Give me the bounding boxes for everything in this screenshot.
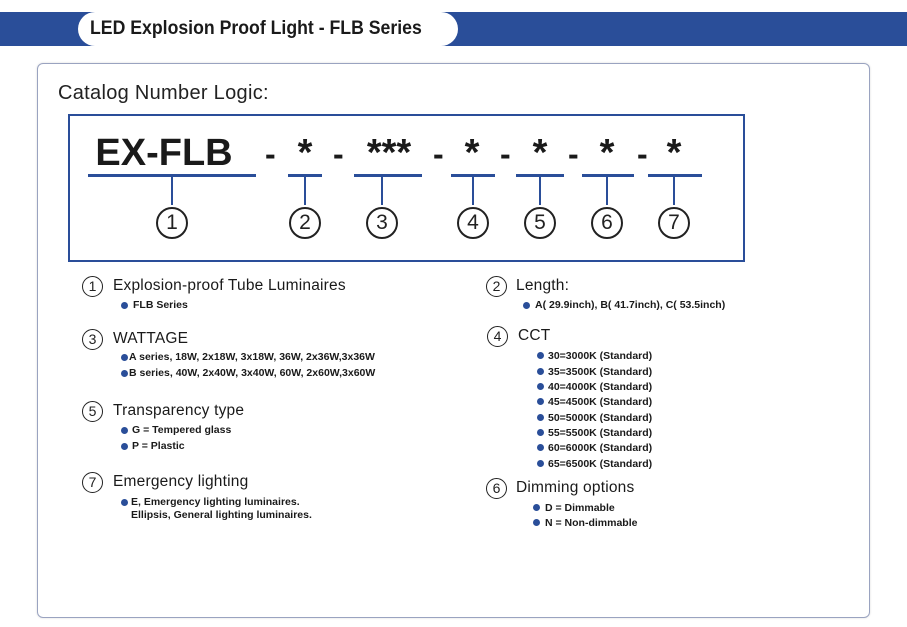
catalog-logic-box [68,114,745,262]
legend-7-number: 7 [82,472,103,493]
bullet-icon [537,398,544,405]
segment-6-connector [606,175,608,205]
legend-4-item: 65=6500K (Standard) [548,458,653,470]
bullet-icon [537,444,544,451]
segment-7-text: * [666,132,682,174]
segment-5-text: * [532,132,548,174]
bullet-icon [537,383,544,390]
legend-3-title: WATTAGE [113,330,189,347]
bullet-icon [523,302,530,309]
segment-4-connector [472,175,474,205]
legend-2-number: 2 [486,276,507,297]
catalog-logic-title: Catalog Number Logic: [58,82,269,104]
segment-7-number: 7 [658,207,690,239]
legend-5-title: Transparency type [113,402,245,419]
segment-2-connector [304,175,306,205]
bullet-icon [537,352,544,359]
dash-separator: - [637,136,648,172]
segment-6-text: * [599,132,615,174]
legend-5-number: 5 [82,401,103,422]
legend-1-item: FLB Series [133,299,188,311]
segment-7-connector [673,175,675,205]
bullet-icon [121,302,128,309]
legend-4-item: 45=4500K (Standard) [548,396,653,408]
bullet-icon [537,368,544,375]
legend-7-title: Emergency lighting [113,473,249,490]
dash-separator: - [333,136,344,172]
bullet-icon [533,519,540,526]
segment-6-number: 6 [591,207,623,239]
segment-7-underline [648,174,702,177]
segment-3-text: *** [366,132,412,174]
dash-separator: - [500,136,511,172]
legend-6-item: N = Non-dimmable [545,517,638,529]
header-bar-right [452,12,907,46]
dash-separator: - [568,136,579,172]
bullet-icon [537,429,544,436]
header-title-pill [78,12,458,46]
legend-5-item: P = Plastic [132,440,185,452]
legend-6-item: D = Dimmable [545,502,615,514]
segment-1-number: 1 [156,207,188,239]
legend-6-title: Dimming options [516,479,635,496]
bullet-icon [121,499,128,506]
legend-7-item: Ellipsis, General lighting luminaires. [131,509,312,521]
segment-3-number: 3 [366,207,398,239]
legend-5-item: G = Tempered glass [132,424,232,436]
segment-4-number: 4 [457,207,489,239]
segment-2-number: 2 [289,207,321,239]
segment-5-number: 5 [524,207,556,239]
bullet-icon [121,370,128,377]
legend-7-item: E, Emergency lighting luminaires. [131,496,300,508]
dash-separator: - [433,136,444,172]
bullet-icon [537,460,544,467]
bullet-icon [533,504,540,511]
legend-6-number: 6 [486,478,507,499]
legend-1-title: Explosion-proof Tube Luminaires [113,277,346,294]
legend-4-item: 50=5000K (Standard) [548,412,653,424]
segment-4-text: * [464,132,480,174]
bullet-icon [121,427,128,434]
segment-6-underline [582,174,634,177]
legend-2-title: Length: [516,277,570,294]
legend-4-item: 60=6000K (Standard) [548,442,653,454]
content-frame [37,63,870,618]
legend-3-item: A series, 18W, 2x18W, 3x18W, 36W, 2x36W,… [129,351,375,363]
segment-3-connector [381,175,383,205]
bullet-icon [121,354,128,361]
segment-3-underline [354,174,422,177]
segment-1-text: EX-FLB [95,132,233,174]
bullet-icon [121,443,128,450]
bullet-icon [537,414,544,421]
legend-1-number: 1 [82,276,103,297]
legend-4-item: 55=5500K (Standard) [548,427,653,439]
segment-1-connector [171,175,173,205]
segment-5-connector [539,175,541,205]
legend-2-item: A( 29.9inch), B( 41.7inch), C( 53.5inch) [535,299,726,311]
legend-3-number: 3 [82,329,103,350]
legend-4-title: CCT [518,327,551,344]
segment-2-text: * [297,132,313,174]
legend-4-item: 40=4000K (Standard) [548,381,653,393]
legend-4-number: 4 [487,326,508,347]
legend-4-item: 30=3000K (Standard) [548,350,653,362]
legend-4-item: 35=3500K (Standard) [548,366,653,378]
legend-3-item: B series, 40W, 2x40W, 3x40W, 60W, 2x60W,… [129,367,376,379]
dash-separator: - [265,136,276,172]
page-title: LED Explosion Proof Light - FLB Series [90,18,422,39]
